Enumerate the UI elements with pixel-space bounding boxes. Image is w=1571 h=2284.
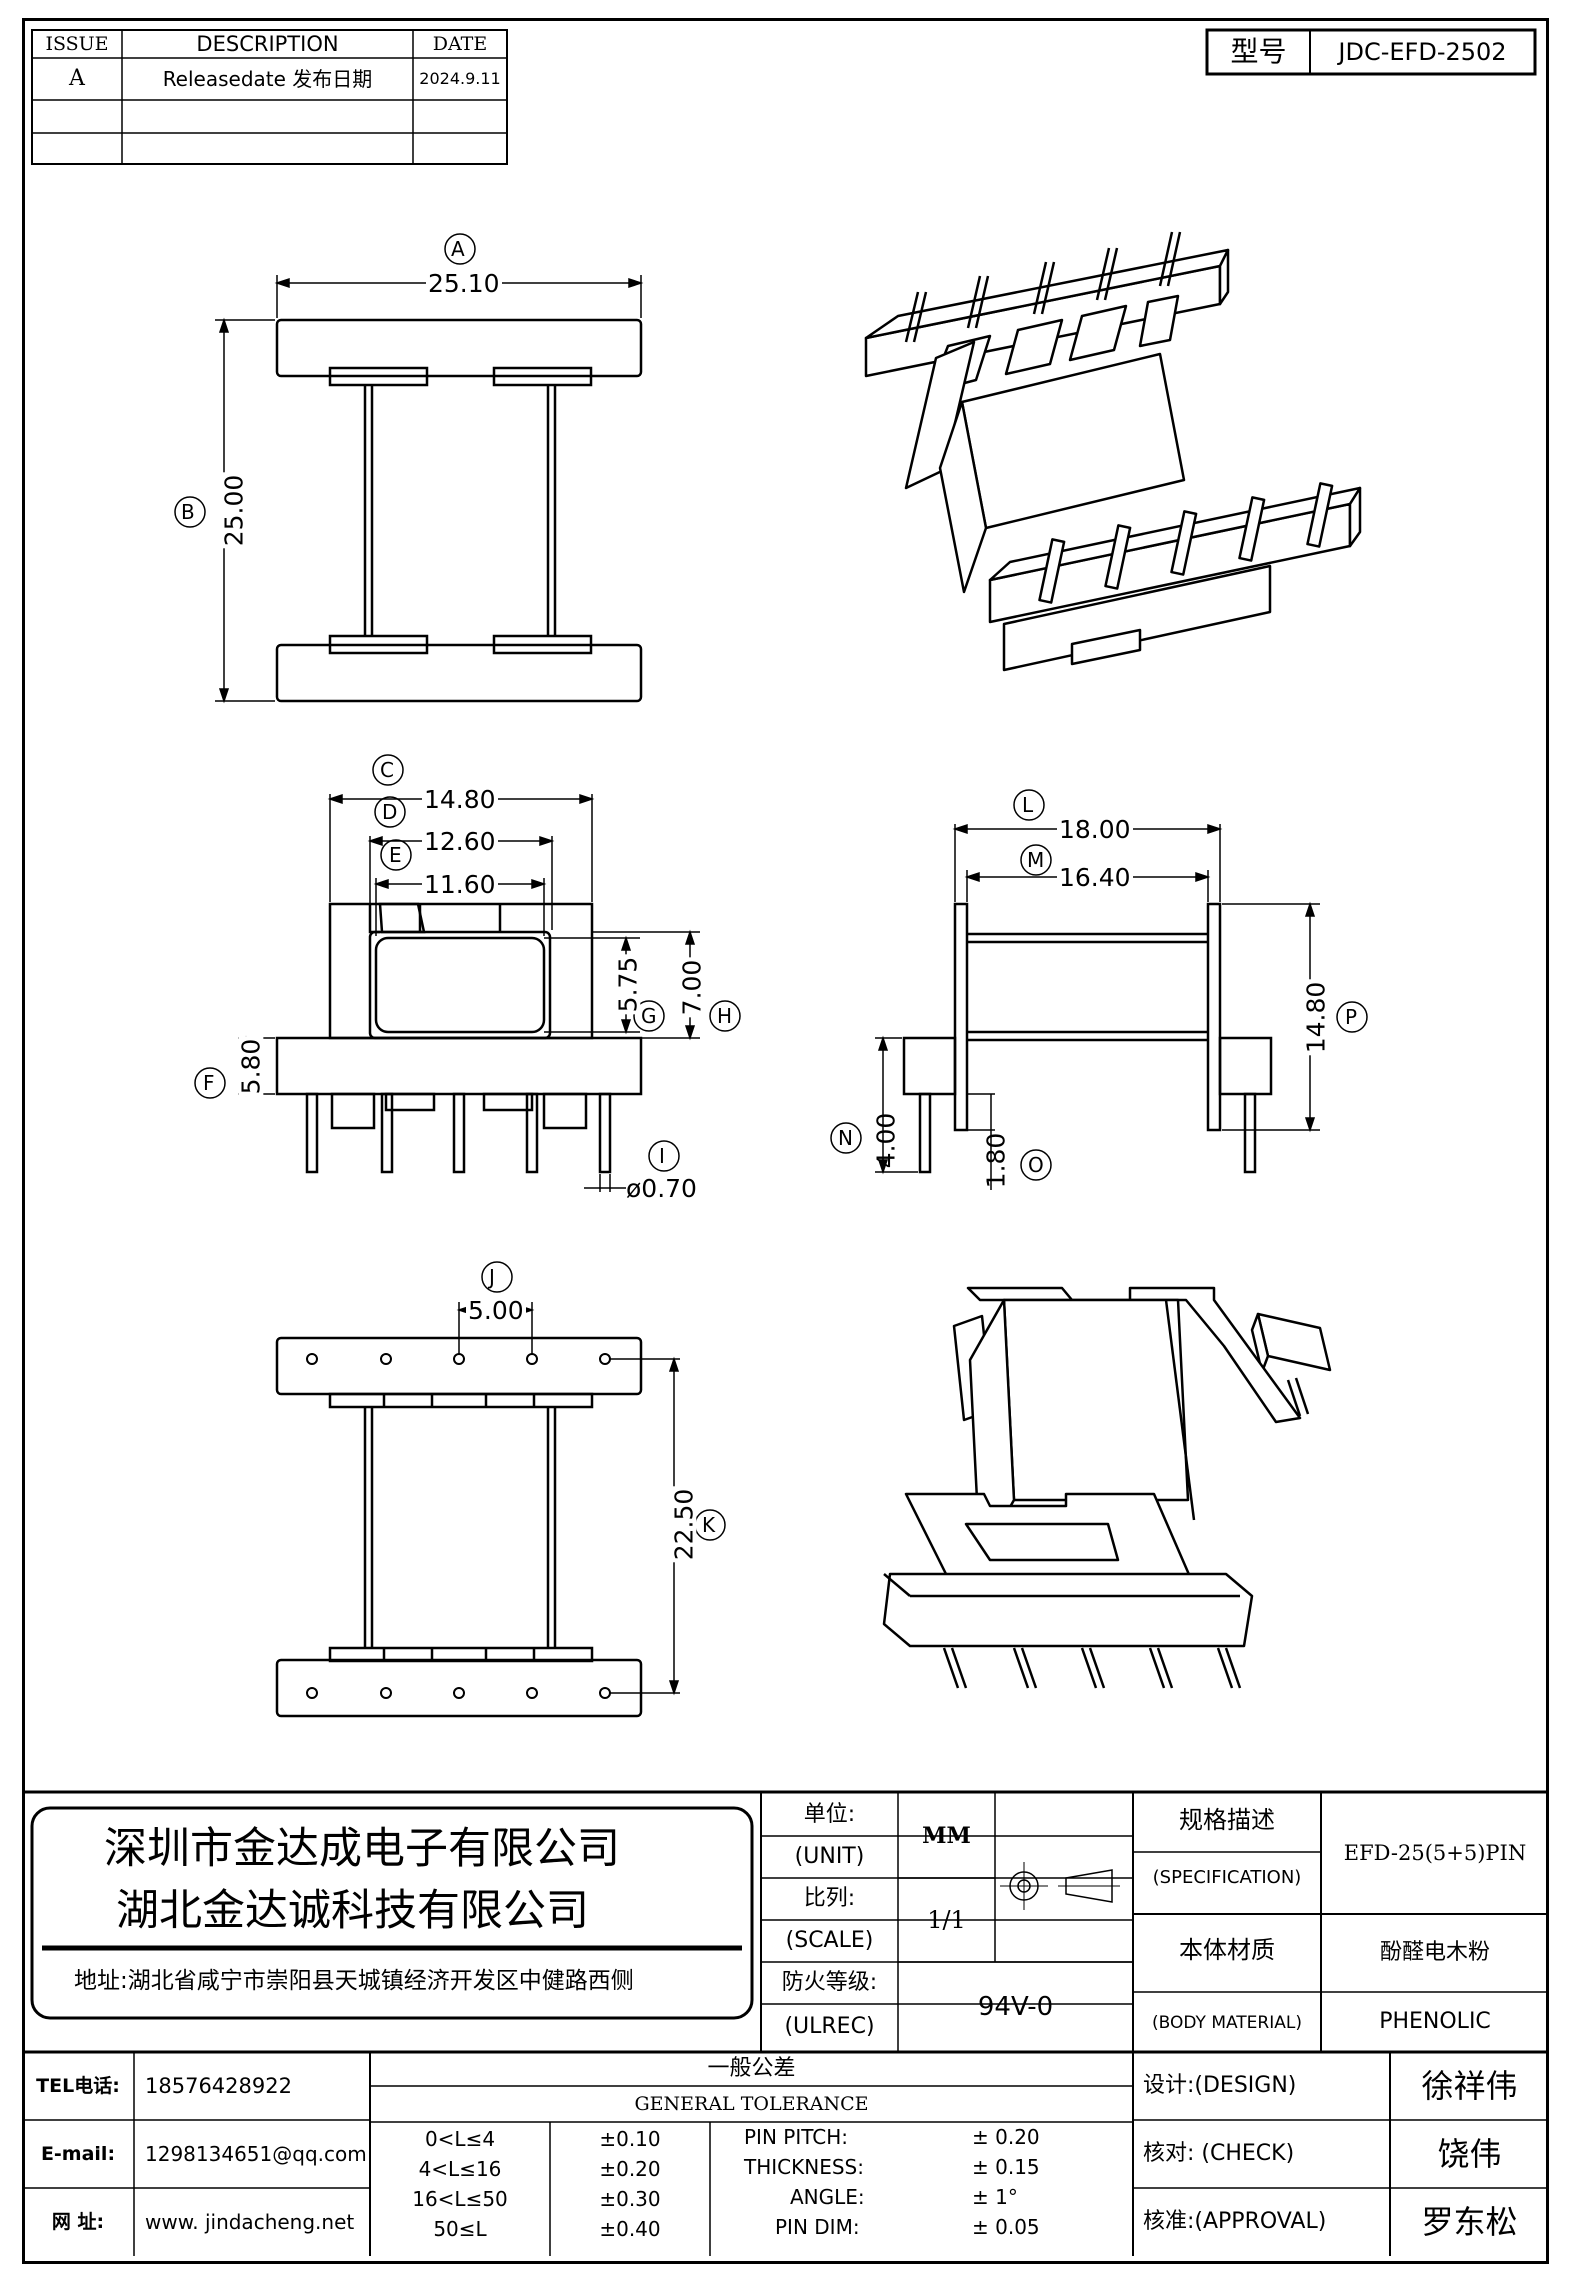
rev-row-description: Releasedate 发布日期 [162,67,373,91]
dim-l-letter: L [1022,793,1034,817]
tolerance-value: ±0.40 [599,2217,661,2241]
dim-i-letter: I [659,1144,665,1168]
scale-label: 比列: [803,1886,856,1911]
material-label: 本体材质 [1179,1936,1275,1964]
scale-value: 1/1 [927,1906,966,1934]
front-view-drawing [194,754,741,1192]
tolerance-range: 0<L≤4 [424,2127,496,2151]
dim-h-letter: H [717,1004,733,1028]
tolerance-item: THICKNESS: [744,2155,864,2179]
fire-rating-value: 94V-0 [977,1992,1054,2022]
dim-k-letter: K [702,1513,716,1537]
approval-label: 核准:(APPROVAL) [1143,2209,1327,2234]
check-label: 核对: (CHECK) [1143,2141,1295,2166]
tolerance-range: 50≤L [433,2217,487,2241]
website-label: 网 址: [51,2210,105,2233]
tolerance-item: ANGLE: [790,2185,865,2209]
dim-j-value: 5.00 [466,1296,526,1325]
design-name: 徐祥伟 [1421,2067,1518,2105]
dim-g-letter: G [641,1004,657,1028]
spec-label: 规格描述 [1179,1806,1275,1834]
tolerance-item: PIN PITCH: [744,2125,849,2149]
unit-label: 单位: [803,1802,856,1827]
dim-d-value: 12.60 [422,827,498,856]
fire-rating-label-en: (ULREC) [784,2014,875,2039]
iso-view-1-drawing [864,231,1362,672]
dim-e-letter: E [389,843,402,867]
dim-a-value: 25.10 [426,269,502,298]
dim-c-value: 14.80 [422,785,498,814]
tolerance-item-value: ± 0.20 [972,2125,1040,2149]
tolerance-title-en: GENERAL TOLERANCE [634,2092,869,2115]
revision-table-grid [31,29,508,165]
material-value-cn: 酚醛电木粉 [1379,1940,1490,1965]
tolerance-range: 4<L≤16 [418,2157,502,2181]
dim-n-letter: N [838,1126,853,1150]
tolerance-item-value: ± 1° [972,2185,1018,2209]
tolerance-value: ±0.10 [599,2127,661,2151]
dim-m-letter: M [1027,848,1045,872]
rev-row-issue: A [69,66,85,91]
dim-i-value: ø0.70 [626,1174,697,1203]
side-view-drawing [830,789,1368,1190]
tel-label: TEL电话: [36,2074,120,2097]
dim-f-letter: F [203,1071,215,1095]
tolerance-item: PIN DIM: [775,2215,860,2239]
rev-row-date: 2024.9.11 [419,69,501,88]
tolerance-value: ±0.30 [599,2187,661,2211]
dim-a-letter: A [451,237,465,261]
spec-value: EFD-25(5+5)PIN [1343,1840,1527,1865]
dim-m-value: 16.40 [1057,863,1133,892]
dim-l-value: 18.00 [1057,815,1133,844]
tel-value: 18576428922 [145,2074,292,2098]
model-label: 型号 [1230,35,1287,68]
fire-rating-label: 防火等级: [781,1970,878,1995]
tolerance-range: 16<L≤50 [412,2187,508,2211]
unit-value: MM [922,1823,971,1849]
tolerance-item-value: ± 0.05 [972,2215,1040,2239]
dim-e-value: 11.60 [422,870,498,899]
iso-view-2-drawing [882,1286,1332,1689]
material-label-en: (BODY MATERIAL) [1152,2012,1302,2033]
tolerance-item-value: ± 0.15 [972,2155,1040,2179]
dim-c-letter: C [380,758,394,782]
dim-j-letter: J [489,1265,495,1289]
approval-name: 罗东松 [1421,2203,1518,2241]
unit-label-en: (UNIT) [794,1844,865,1869]
company-name-2: 湖北金达诚科技有限公司 [116,1886,589,1936]
rev-header-issue: ISSUE [45,32,109,55]
tolerance-title-cn: 一般公差 [707,2056,796,2081]
model-value: JDC-EFD-2502 [1338,38,1507,66]
top-view-drawing [174,233,644,704]
model-box-outline [1205,28,1537,76]
email-label: E-mail: [40,2142,116,2165]
dim-b-letter: B [181,500,195,524]
drawing-frame [22,18,1549,2264]
dim-p-letter: P [1345,1005,1358,1029]
website-value: www. jindacheng.net [145,2210,355,2234]
company-address: 地址:湖北省咸宁市崇阳县天城镇经济开发区中健路西侧 [74,1968,634,1994]
email-value: 1298134651@qq.com [145,2142,367,2166]
scale-label-en: (SCALE) [785,1928,874,1953]
material-value-en: PHENOLIC [1379,2009,1491,2034]
spec-label-en: (SPECIFICATION) [1152,1867,1302,1888]
dim-o-letter: O [1028,1153,1044,1177]
dim-d-letter: D [382,800,398,824]
design-label: 设计:(DESIGN) [1143,2073,1297,2098]
rev-header-description: DESCRIPTION [196,31,339,56]
company-name-1: 深圳市金达成电子有限公司 [104,1824,620,1874]
check-name: 饶伟 [1437,2135,1502,2173]
rev-header-date: DATE [432,32,488,55]
tolerance-value: ±0.20 [599,2157,661,2181]
